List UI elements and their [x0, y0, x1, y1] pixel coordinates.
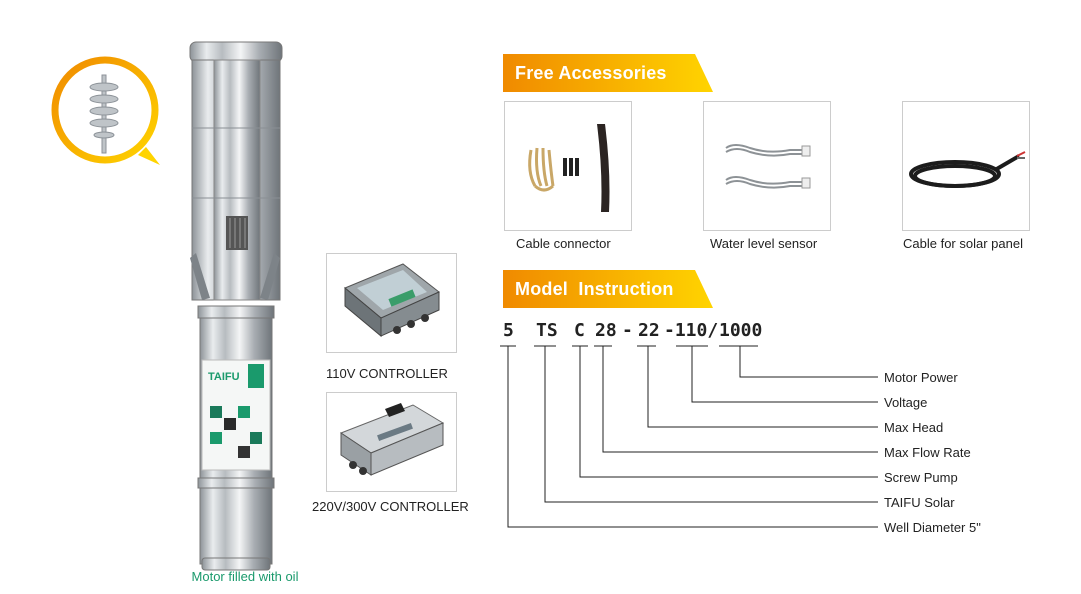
water-level-sensor-image: [703, 101, 831, 231]
code-brand: TS: [536, 320, 558, 341]
code-diameter: 5: [503, 320, 514, 341]
accessories-banner: Free Accessories: [503, 54, 713, 92]
code-separator: -: [622, 320, 633, 341]
cable-connector-image: [504, 101, 632, 231]
definition-max-flow-rate: Max Flow Rate: [884, 445, 971, 460]
solar-panel-cable-image: [902, 101, 1030, 231]
accessory-label: Cable connector: [516, 236, 611, 251]
code-head: 22: [638, 320, 660, 341]
definition-well-diameter: Well Diameter 5": [884, 520, 981, 535]
accessory-label: Cable for solar panel: [903, 236, 1023, 251]
definition-taifu-solar: TAIFU Solar: [884, 495, 955, 510]
controller-110v-label: 110V CONTROLLER: [326, 366, 448, 381]
code-flow: 28: [595, 320, 617, 341]
code-pump: C: [574, 320, 585, 341]
controller-220v-image: [326, 392, 457, 492]
accessories-title: Free Accessories: [515, 63, 667, 83]
controller-220v-label: 220V/300V CONTROLLER: [312, 499, 469, 514]
code-power: 1000: [719, 320, 763, 341]
impeller-icon: [89, 74, 119, 154]
pump-caption: Motor filled with oil: [191, 569, 299, 584]
accessory-label: Water level sensor: [710, 236, 818, 251]
definition-motor-power: Motor Power: [884, 370, 958, 385]
controller-110v-image: [326, 253, 457, 353]
pump-brand-label: TAIFU: [208, 371, 240, 383]
definition-screw-pump: Screw Pump: [884, 470, 958, 485]
model-instruction-banner: Model Instruction: [503, 270, 713, 308]
impeller-detail-inset: [50, 55, 162, 167]
code-voltage: -110/: [664, 320, 719, 341]
definition-voltage: Voltage: [884, 395, 928, 410]
model-instruction-title: Model Instruction: [515, 279, 674, 299]
solar-pump-image: TAIFU: [170, 38, 300, 578]
definition-max-head: Max Head: [884, 420, 944, 435]
